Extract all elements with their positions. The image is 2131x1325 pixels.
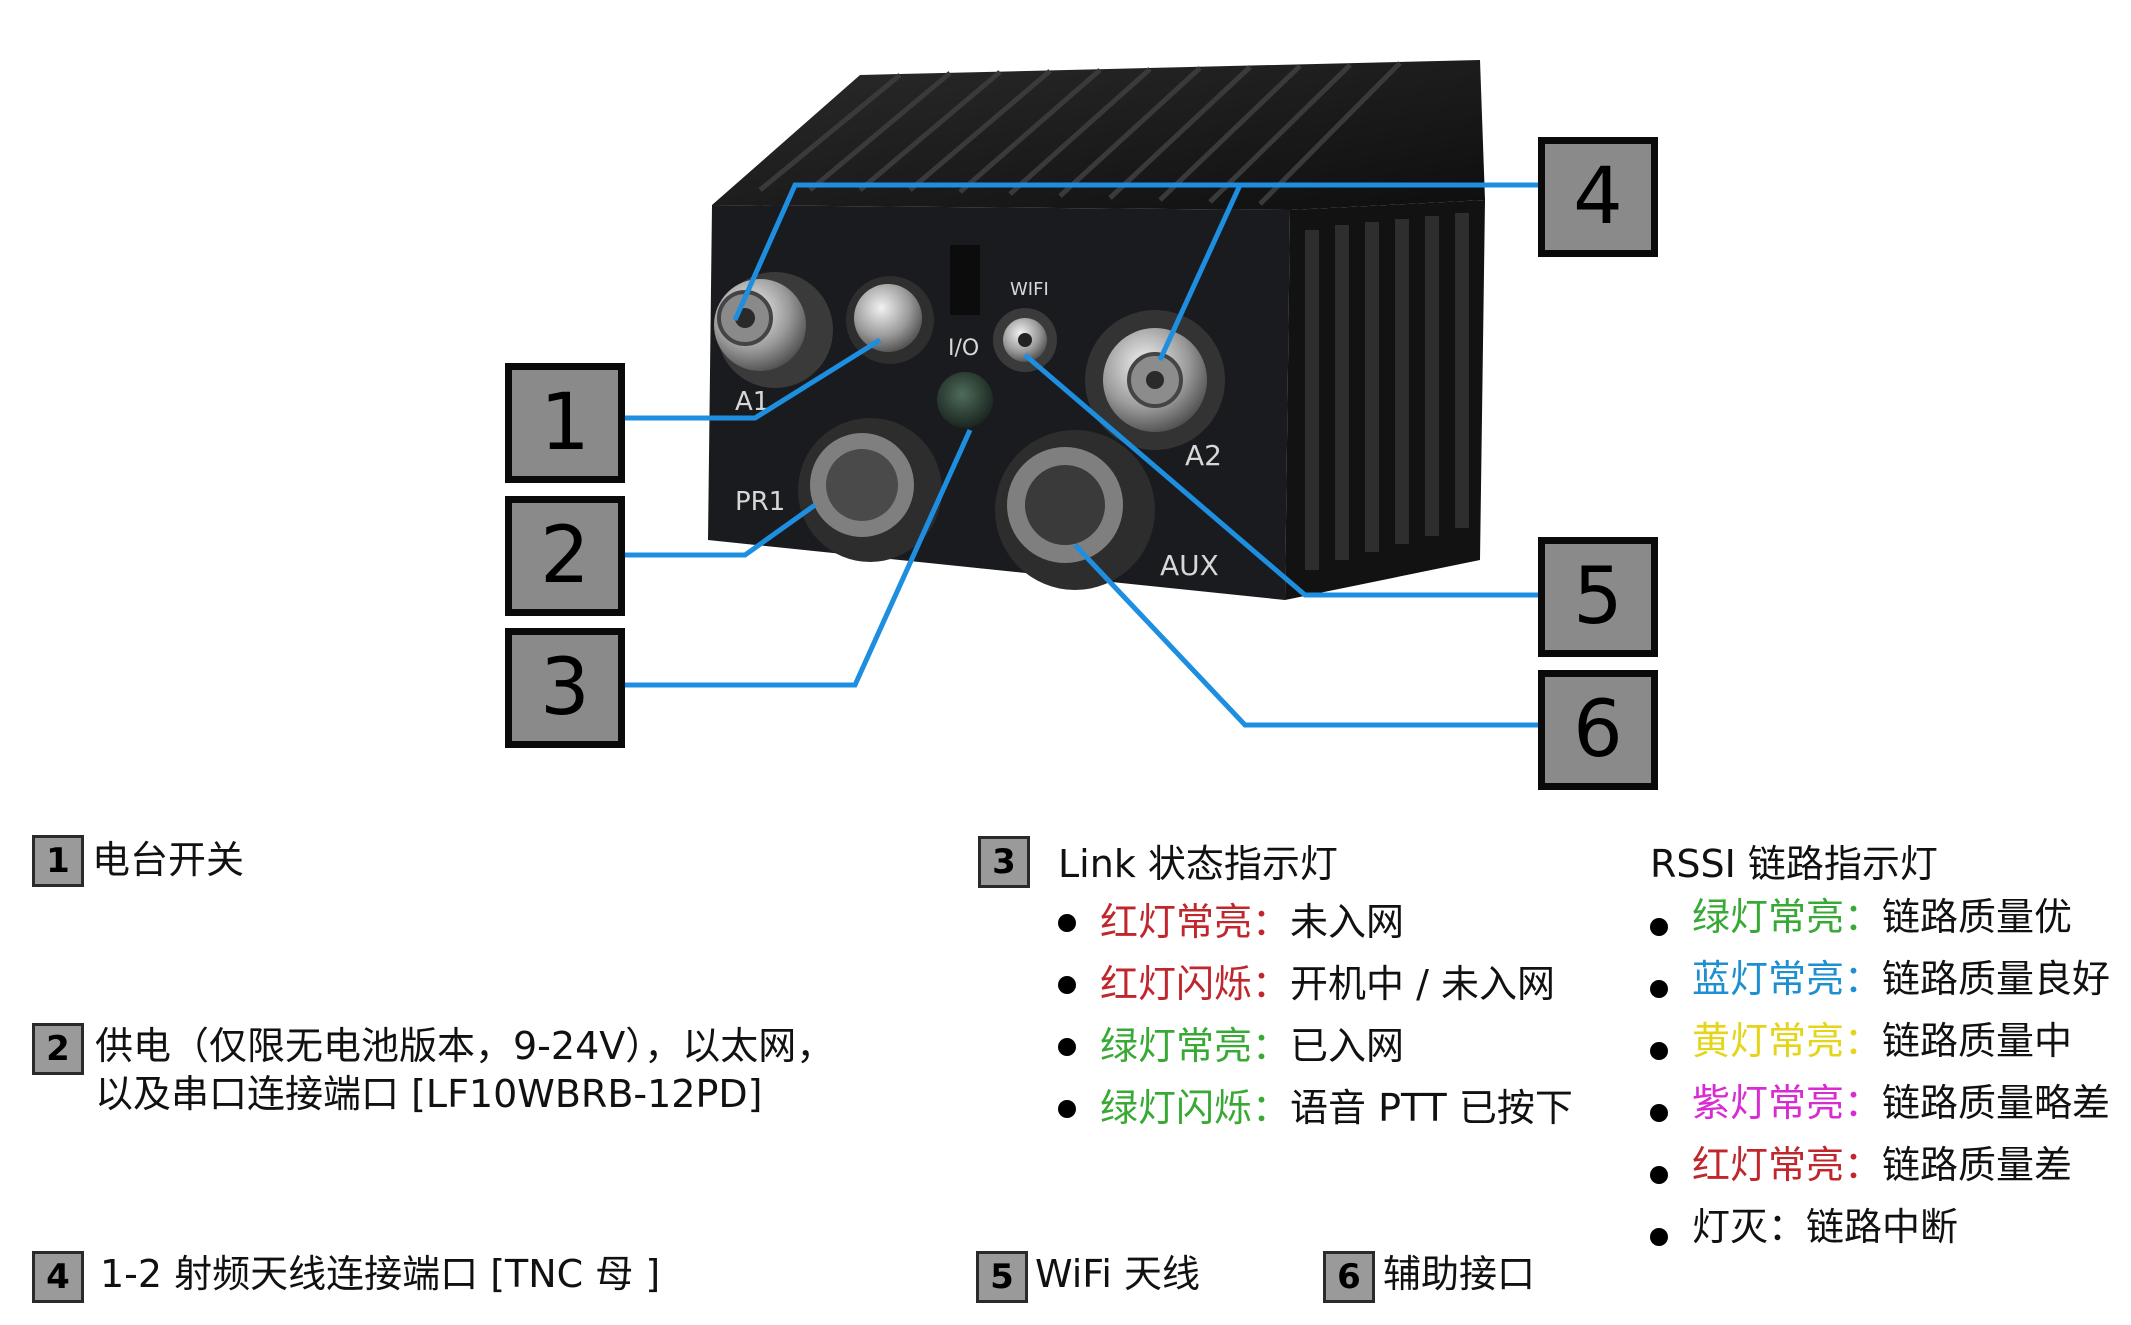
leader-6 [1073,543,1540,728]
rssi-bullet-3 [1650,1104,1668,1122]
link-row-0: 红灯常亮：未入网 [1100,900,1405,944]
legend-num-4: 4 [32,1251,84,1303]
rssi-row-4: 红灯常亮：链路质量差 [1692,1143,2073,1187]
rssi-row-2: 黄灯常亮：链路质量中 [1692,1019,2073,1063]
callout-6: 6 [1538,670,1658,790]
leader-4a [732,182,1540,322]
link-row-2: 绿灯常亮：已入网 [1100,1024,1405,1068]
rssi-bullet-5 [1650,1228,1668,1246]
leader-5 [1023,353,1540,598]
legend-text-5: WiFi 天线 [1035,1252,1201,1296]
callout-5: 5 [1538,537,1658,657]
legend-num-6: 6 [1323,1251,1375,1303]
rssi-bullet-2 [1650,1042,1668,1060]
label-io: I/O [948,336,979,361]
leader-1 [620,337,882,421]
label-aux: AUX [1160,549,1219,582]
link-title: Link 状态指示灯 [1058,842,1338,886]
rssi-row-3: 紫灯常亮：链路质量略差 [1692,1081,2111,1125]
callout-4: 4 [1538,137,1658,257]
label-pr1: PR1 [735,487,785,517]
callout-2: 2 [505,496,625,616]
legend-text-4: 1-2 射频天线连接端口 [TNC 母 ] [100,1252,661,1296]
rssi-row-1: 蓝灯常亮：链路质量良好 [1692,957,2111,1001]
rssi-bullet-1 [1650,980,1668,998]
legend-num-1: 1 [32,835,84,887]
rssi-title: RSSI 链路指示灯 [1650,842,1938,886]
legend-text-2a: 供电（仅限无电池版本，9-24V），以太网， [95,1024,835,1068]
legend-text-1: 电台开关 [92,838,245,882]
link-row-3: 绿灯闪烁：语音 PTT 已按下 [1100,1086,1573,1130]
leader-3 [620,428,973,688]
callout-3: 3 [505,628,625,748]
callout-1: 1 [505,363,625,483]
rssi-row-5: 灯灭：链路中断 [1692,1205,1959,1249]
legend-text-6: 辅助接口 [1383,1252,1536,1296]
label-wifi: WIFI [1010,279,1049,300]
link-bullet-1 [1058,976,1076,994]
rssi-bullet-0 [1650,918,1668,936]
label-a2: A2 [1185,439,1222,472]
legend-num-5: 5 [976,1251,1028,1303]
rssi-row-0: 绿灯常亮：链路质量优 [1692,895,2073,939]
link-bullet-2 [1058,1038,1076,1056]
link-bullet-0 [1058,914,1076,932]
link-bullet-3 [1058,1100,1076,1118]
device-illustration: A1 A2 PR1 AUX I/O WIFI [620,60,1540,728]
leader-4b [1157,183,1243,362]
legend-num-3: 3 [978,836,1030,888]
link-row-1: 红灯闪烁：开机中 / 未入网 [1100,962,1555,1006]
rssi-bullet-4 [1650,1166,1668,1184]
leader-2 [620,502,817,558]
legend-text-2b: 以及串口连接端口 [LF10WBRB-12PD] [95,1072,763,1116]
legend-num-2: 2 [32,1023,84,1075]
